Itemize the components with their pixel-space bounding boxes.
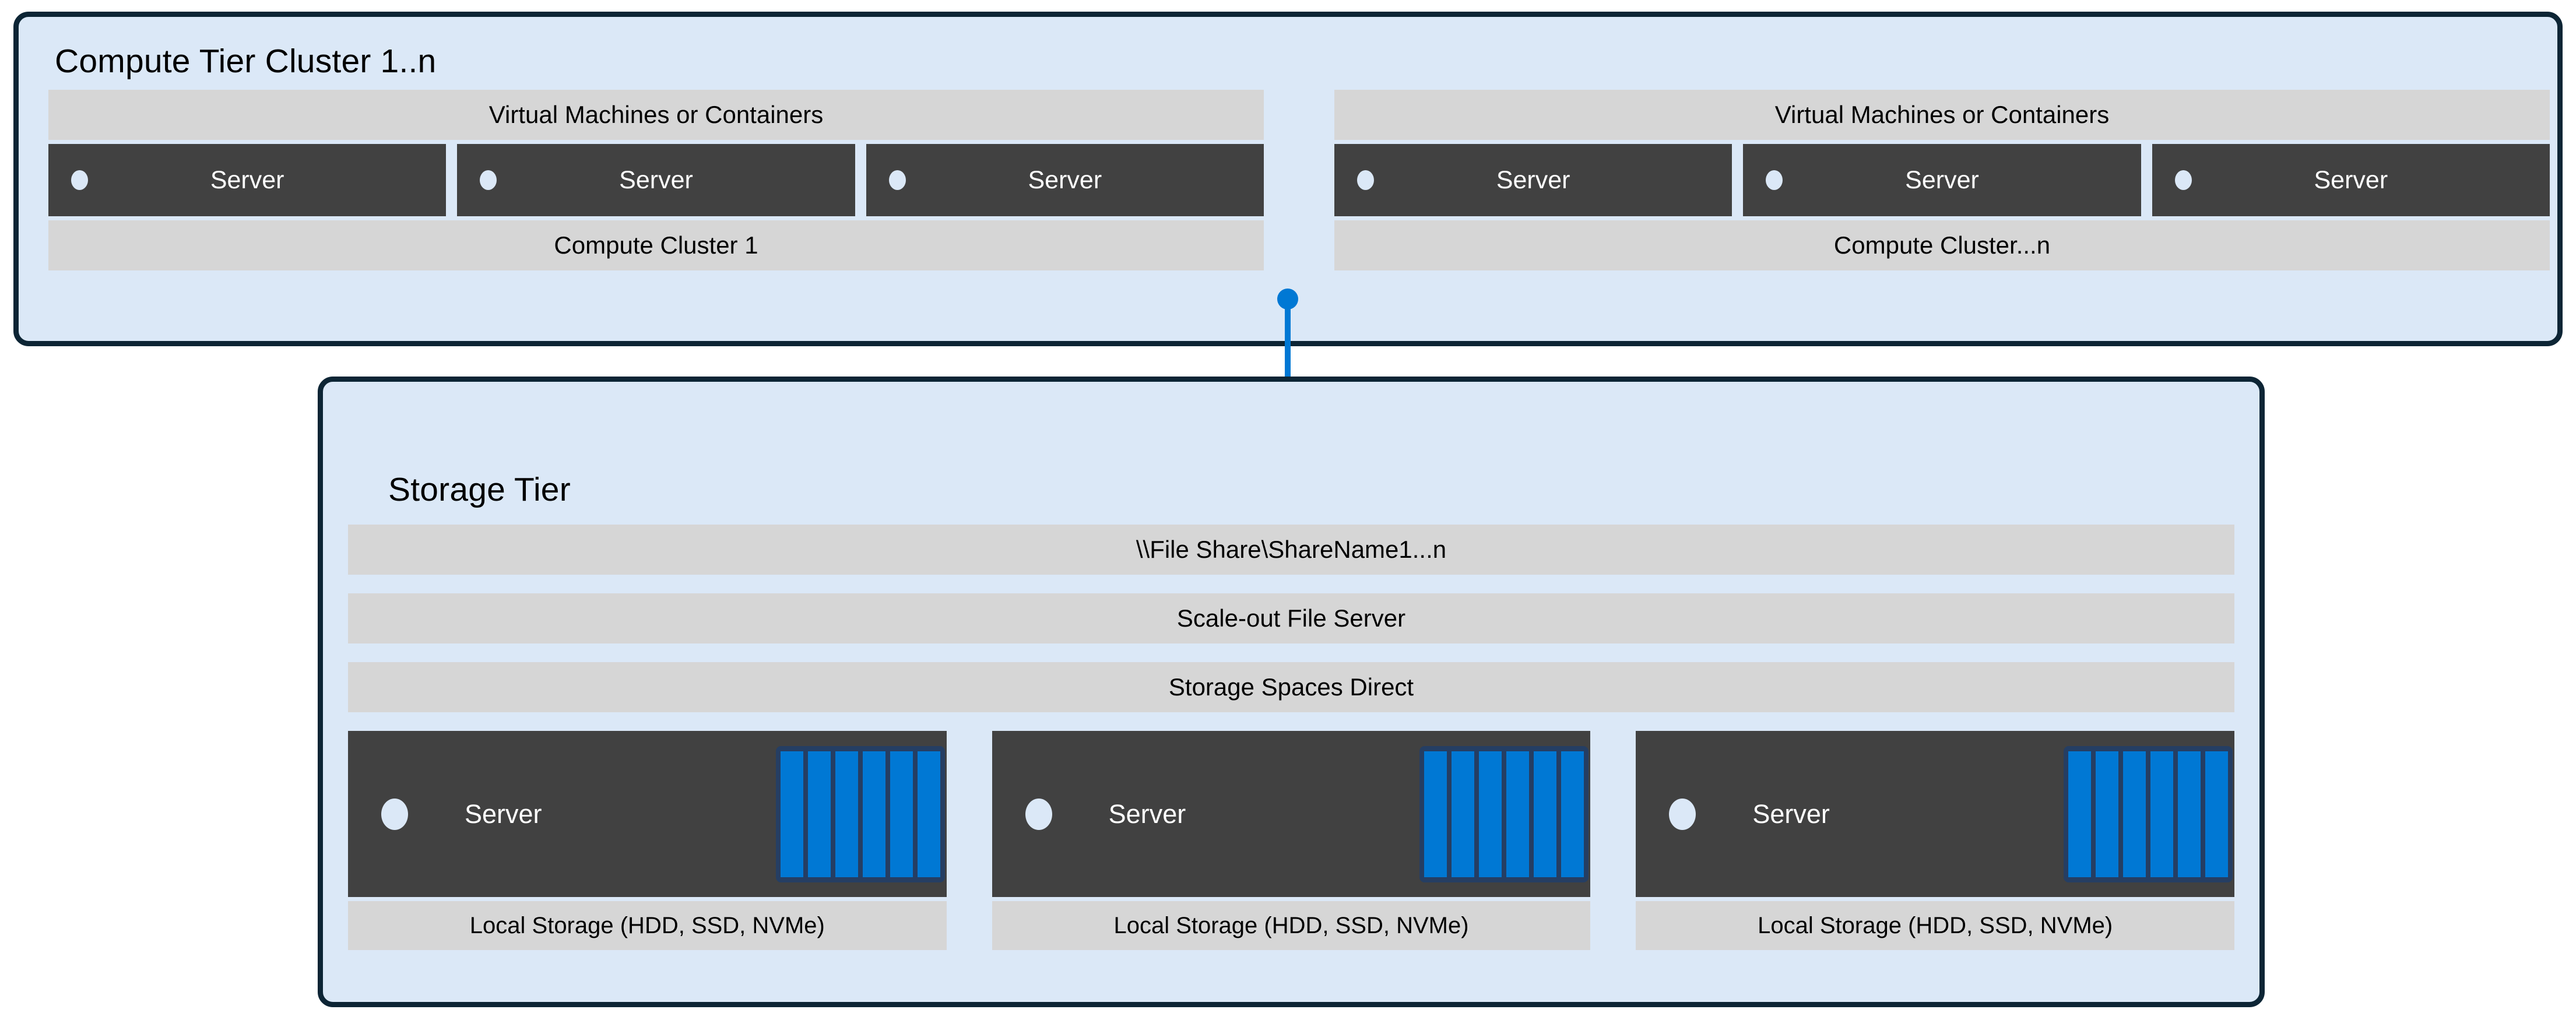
disk-icon [2123,751,2146,877]
storage-node-1-disk-bay [776,746,945,882]
server-status-dot-icon [480,170,497,190]
server-label: Server [465,799,542,829]
storage-node-1-server[interactable]: Server [348,731,947,897]
scale-out-file-server-bar: Scale-out File Server [348,593,2234,643]
server-status-dot-icon [889,170,906,190]
server-label: Server [619,166,693,195]
disk-icon [781,751,803,877]
storage-node-3-local-storage-label: Local Storage (HDD, SSD, NVMe) [1636,901,2234,950]
server-label: Server [2314,166,2388,195]
server-status-dot-icon [1357,170,1374,190]
storage-node-2-disk-bay [1419,746,1589,882]
disk-icon [890,751,913,877]
disk-icon [1424,751,1447,877]
server-status-dot-icon [2175,170,2192,190]
compute-cluster-1-vm-label: Virtual Machines or Containers [48,90,1264,140]
server-status-dot-icon [381,799,408,830]
server-label: Server [1109,799,1186,829]
disk-icon [2178,751,2201,877]
storage-node-2-server[interactable]: Server [992,731,1591,897]
server-label: Server [1496,166,1570,195]
compute-cluster-n-server-3[interactable]: Server [2152,144,2550,216]
server-label: Server [1905,166,1979,195]
storage-node-3-server[interactable]: Server [1636,731,2234,897]
storage-tier-title: Storage Tier [388,470,571,509]
disk-icon [2096,751,2118,877]
storage-node-2: Server Local Storage (HDD, SSD, NVMe) [992,731,1591,950]
disk-icon [1452,751,1474,877]
compute-cluster-1-server-1[interactable]: Server [48,144,446,216]
compute-cluster-1-server-2[interactable]: Server [457,144,855,216]
compute-cluster-n-vm-label: Virtual Machines or Containers [1334,90,2550,140]
disk-icon [1506,751,1529,877]
disk-icon [2150,751,2173,877]
compute-cluster-1-server-3[interactable]: Server [866,144,1264,216]
storage-node-3-disk-bay [2064,746,2233,882]
server-status-dot-icon [1669,799,1696,830]
compute-cluster-n-name-label: Compute Cluster...n [1334,220,2550,270]
server-label: Server [210,166,284,195]
compute-cluster-n-server-1[interactable]: Server [1334,144,1732,216]
compute-cluster-n: Virtual Machines or Containers Server Se… [1334,90,2550,270]
storage-tier-container: Storage Tier \\File Share\ShareName1...n… [318,377,2265,1007]
server-label: Server [1028,166,1102,195]
compute-cluster-n-server-2[interactable]: Server [1743,144,2141,216]
storage-node-1-local-storage-label: Local Storage (HDD, SSD, NVMe) [348,901,947,950]
disk-icon [835,751,858,877]
compute-cluster-n-server-row: Server Server Server [1334,144,2550,216]
disk-icon [2205,751,2228,877]
storage-node-2-local-storage-label: Local Storage (HDD, SSD, NVMe) [992,901,1591,950]
server-label: Server [1752,799,1830,829]
disk-icon [863,751,885,877]
disk-icon [1534,751,1556,877]
server-status-dot-icon [1766,170,1783,190]
disk-icon [808,751,831,877]
storage-node-1: Server Local Storage (HDD, SSD, NVMe) [348,731,947,950]
server-status-dot-icon [1025,799,1052,830]
disk-icon [918,751,940,877]
server-status-dot-icon [71,170,88,190]
file-share-bar: \\File Share\ShareName1...n [348,525,2234,575]
disk-icon [1561,751,1584,877]
compute-cluster-1: Virtual Machines or Containers Server Se… [48,90,1264,270]
compute-cluster-1-server-row: Server Server Server [48,144,1264,216]
compute-tier-title: Compute Tier Cluster 1..n [55,42,436,80]
disk-icon [2068,751,2091,877]
storage-node-3: Server Local Storage (HDD, SSD, NVMe) [1636,731,2234,950]
storage-node-row: Server Local Storage (HDD, SSD, NVMe) [348,731,2234,950]
compute-cluster-1-name-label: Compute Cluster 1 [48,220,1264,270]
storage-spaces-direct-bar: Storage Spaces Direct [348,662,2234,712]
disk-icon [1479,751,1502,877]
